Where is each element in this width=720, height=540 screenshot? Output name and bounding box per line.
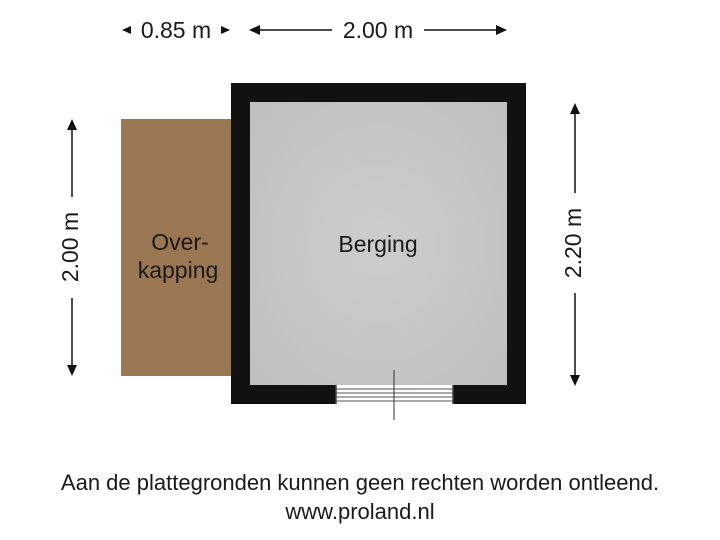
website-link[interactable]: www.proland.nl (285, 499, 435, 524)
arrow-left-icon (249, 25, 260, 35)
arrow-left-icon (122, 26, 131, 34)
door (335, 370, 454, 420)
dimension-left-label: 2.00 m (57, 212, 83, 282)
arrow-down-icon (67, 365, 77, 376)
dimension-top-left: 0.85 m (122, 17, 230, 43)
arrow-up-icon (67, 119, 77, 130)
overkapping-label-line2: kapping (138, 257, 219, 283)
overkapping-label-line1: Over- (151, 229, 209, 255)
dimension-right: 2.20 m (560, 103, 586, 386)
arrow-right-icon (496, 25, 507, 35)
dimension-top-left-label: 0.85 m (141, 17, 211, 43)
dimension-top-right-label: 2.00 m (343, 17, 413, 43)
arrow-down-icon (570, 375, 580, 386)
dimension-top-right: 2.00 m (249, 17, 507, 43)
arrow-up-icon (570, 103, 580, 114)
overkapping-area (121, 119, 232, 376)
dimension-right-label: 2.20 m (560, 208, 586, 278)
berging-floor (250, 102, 507, 385)
berging-label: Berging (338, 231, 417, 257)
arrow-right-icon (221, 26, 230, 34)
dimension-left: 2.00 m (57, 119, 83, 376)
disclaimer-text: Aan de plattegronden kunnen geen rechten… (60, 470, 660, 495)
